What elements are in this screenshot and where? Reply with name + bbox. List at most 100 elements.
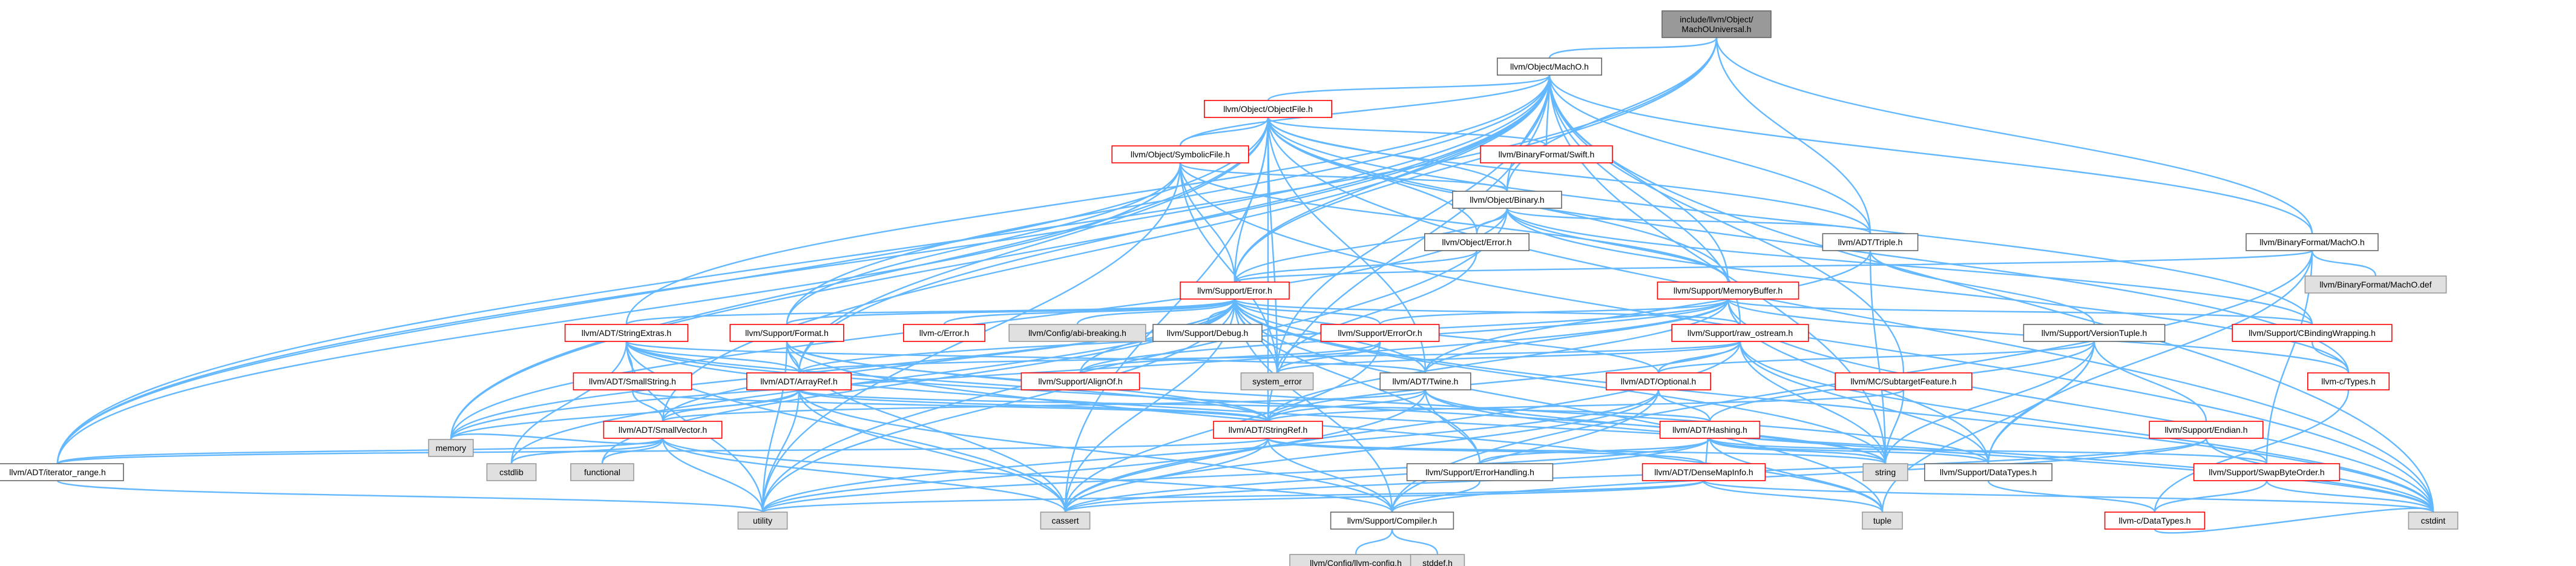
node-box <box>2193 463 2341 481</box>
node-label: llvm/Support/Error.h <box>1197 286 1272 295</box>
edge-compiler-to-stddef <box>1391 528 1439 555</box>
dependency-edges <box>56 37 2434 555</box>
node-debug[interactable]: llvm/Support/Debug.h <box>1152 324 1263 342</box>
edge-versiontuple-to-optional <box>1657 340 2095 374</box>
node-objectfile[interactable]: llvm/Object/ObjectFile.h <box>1204 100 1333 118</box>
node-box <box>2232 324 2393 342</box>
node-densemapinfo[interactable]: llvm/ADT/DenseMapInfo.h <box>1641 463 1766 481</box>
edge-objectfile-to-cassert <box>1064 117 1269 513</box>
node-optional[interactable]: llvm/ADT/Optional.h <box>1606 372 1712 390</box>
node-hashing[interactable]: llvm/ADT/Hashing.h <box>1659 421 1761 439</box>
edge-swapbyteorder-to-cstdint <box>2266 480 2434 513</box>
node-label: include/llvm/Object/ <box>1680 15 1753 24</box>
node-label: system_error <box>1252 377 1302 386</box>
edge-twine-to-stringref <box>1267 389 1427 422</box>
node-ctypes[interactable]: llvm-c/Types.h <box>2307 372 2390 390</box>
node-label: cstdlib <box>499 467 524 477</box>
node-smallstring[interactable]: llvm/ADT/SmallString.h <box>573 372 692 390</box>
node-box <box>746 372 852 390</box>
node-cstdint: cstdint <box>2408 512 2459 530</box>
node-label: llvm/Support/CBindingWrapping.h <box>2249 328 2376 338</box>
edge-subtarget-to-stringref <box>1267 389 1905 423</box>
node-versiontuple[interactable]: llvm/Support/VersionTuple.h <box>2023 324 2166 342</box>
node-triple[interactable]: llvm/ADT/Triple.h <box>1822 233 1919 251</box>
edge-twine-to-smallvector <box>662 389 1427 423</box>
node-smallvector[interactable]: llvm/ADT/SmallVector.h <box>603 421 723 439</box>
node-bfmacho[interactable]: llvm/BinaryFormat/MachO.h <box>2246 233 2379 251</box>
node-stringref[interactable]: llvm/ADT/StringRef.h <box>1213 421 1323 439</box>
node-box <box>1862 463 1908 481</box>
node-label: llvm/ADT/DenseMapInfo.h <box>1654 467 1753 477</box>
node-utility: utility <box>737 512 788 530</box>
node-supporterror[interactable]: llvm/Support/Error.h <box>1180 281 1290 300</box>
node-swift[interactable]: llvm/BinaryFormat/Swift.h <box>1480 145 1613 163</box>
node-format[interactable]: llvm/Support/Format.h <box>729 324 844 342</box>
edge-datatypes-to-cdatatypes <box>1987 480 2156 513</box>
node-errorhandling[interactable]: llvm/Support/ErrorHandling.h <box>1406 463 1554 481</box>
node-cerror[interactable]: llvm-c/Error.h <box>903 324 986 342</box>
node-box <box>1008 324 1146 342</box>
node-label: llvm/Support/Endian.h <box>2165 425 2248 435</box>
node-label: llvm/Object/ObjectFile.h <box>1223 104 1313 114</box>
edge-symbolicfile-to-binary <box>1179 162 1508 192</box>
edge-binary-to-memorybuffer <box>1506 208 1729 283</box>
node-box <box>903 324 986 342</box>
edge-macho-to-triple <box>1548 74 1871 234</box>
node-label: llvm/ADT/SmallString.h <box>589 377 676 386</box>
node-symbolicfile[interactable]: llvm/Object/SymbolicFile.h <box>1111 145 1249 163</box>
node-iteratorrange[interactable]: llvm/ADT/iterator_range.h <box>0 463 124 481</box>
edge-rawostream-to-systemerror <box>1276 340 1741 374</box>
node-memory: memory <box>428 439 474 457</box>
node-box <box>1661 10 1772 38</box>
node-label: llvm/Support/raw_ostream.h <box>1687 328 1793 338</box>
node-box <box>570 463 634 481</box>
node-compiler[interactable]: llvm/Support/Compiler.h <box>1330 512 1454 530</box>
node-cbinding[interactable]: llvm/Support/CBindingWrapping.h <box>2232 324 2393 342</box>
node-cdatatypes[interactable]: llvm-c/DataTypes.h <box>2104 512 2206 530</box>
node-objerror[interactable]: llvm/Object/Error.h <box>1424 233 1530 251</box>
edge-optional-to-hashing <box>1657 389 1711 422</box>
node-subtarget[interactable]: llvm/MC/SubtargetFeature.h <box>1835 372 1973 390</box>
node-root[interactable]: include/llvm/Object/MachOUniversal.h <box>1661 10 1772 38</box>
node-label: llvm/ADT/ArrayRef.h <box>760 377 838 386</box>
node-erroror[interactable]: llvm/Support/ErrorOr.h <box>1320 324 1440 342</box>
node-label: utility <box>753 516 772 525</box>
node-box <box>1240 372 1314 390</box>
node-box <box>1497 58 1603 76</box>
node-label: llvm/Support/MemoryBuffer.h <box>1674 286 1782 295</box>
node-swapbyteorder[interactable]: llvm/Support/SwapByteOrder.h <box>2193 463 2341 481</box>
node-label: llvm/Support/Debug.h <box>1167 328 1249 338</box>
node-stringextras[interactable]: llvm/ADT/StringExtras.h <box>564 324 689 342</box>
edge-densemapinfo-to-tuple <box>1703 480 1884 513</box>
edge-smallvector-to-memory <box>450 433 664 445</box>
edge-rawostream-to-cstdint <box>1739 341 2434 513</box>
edge-root-to-supporterror <box>1234 37 1718 283</box>
edge-format-to-utility <box>761 341 788 513</box>
node-memorybuffer[interactable]: llvm/Support/MemoryBuffer.h <box>1657 281 1799 300</box>
node-twine[interactable]: llvm/ADT/Twine.h <box>1379 372 1471 390</box>
edge-arrayref-to-hashing <box>798 389 1711 423</box>
edge-memorybuffer-to-erroror <box>1379 298 1729 326</box>
edge-versiontuple-to-datatypes <box>1987 341 2095 464</box>
node-rawostream[interactable]: llvm/Support/raw_ostream.h <box>1671 324 1809 342</box>
edge-macho-to-rawostream <box>1548 74 1741 325</box>
node-binary[interactable]: llvm/Object/Binary.h <box>1452 191 1562 209</box>
node-label: memory <box>436 443 467 453</box>
edge-versiontuple-to-tuple <box>1881 341 2095 513</box>
node-macho[interactable]: llvm/Object/MachO.h <box>1497 58 1603 76</box>
node-alignof[interactable]: llvm/Support/AlignOf.h <box>1020 372 1140 390</box>
edge-versiontuple-to-string <box>1884 341 2095 464</box>
edge-cbinding-to-ctypes <box>2311 341 2350 373</box>
node-datatypes[interactable]: llvm/Support/DataTypes.h <box>1924 463 2053 481</box>
edge-arrayref-to-utility <box>761 389 800 513</box>
edge-symbolicfile-to-format <box>786 162 1181 325</box>
node-box <box>486 463 537 481</box>
node-endian[interactable]: llvm/Support/Endian.h <box>2149 421 2264 439</box>
node-box <box>1020 372 1140 390</box>
edge-hashing-to-swapbyteorder <box>1709 437 2268 465</box>
edge-triple-to-twine <box>1424 250 1871 373</box>
edge-cdatatypes-to-cstdint <box>2154 507 2434 534</box>
node-box <box>603 421 723 439</box>
node-arrayref[interactable]: llvm/ADT/ArrayRef.h <box>746 372 852 390</box>
